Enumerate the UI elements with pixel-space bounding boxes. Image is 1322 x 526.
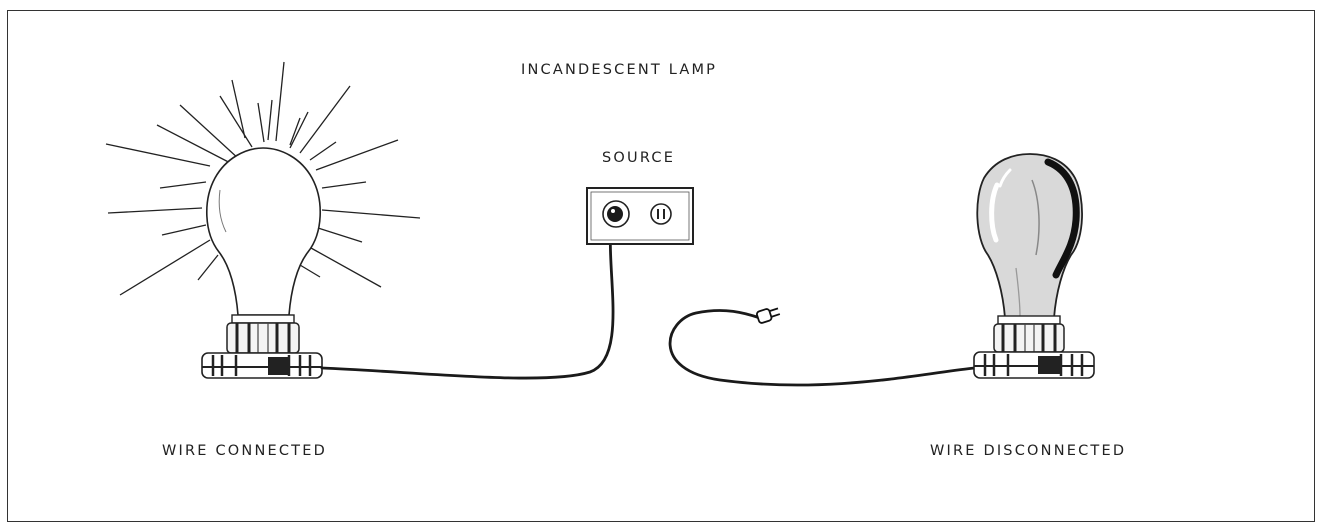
connected-wire: [320, 220, 615, 380]
diagram-frame: [7, 10, 1315, 522]
outlet-receptacle-empty: [650, 203, 672, 225]
wall-outlet: [586, 187, 694, 245]
wires: [320, 220, 977, 387]
source-label: SOURCE: [602, 150, 676, 166]
lit-bulb: [206, 147, 321, 316]
unlit-bulb: [976, 153, 1083, 319]
lit-lamp: [105, 61, 421, 379]
diagram-title: INCANDESCENT LAMP: [521, 62, 718, 78]
lit-socket: [201, 314, 323, 379]
light-rays: [105, 61, 421, 296]
outlet-receptacle-plugged: [602, 200, 630, 228]
unlit-socket: [973, 315, 1095, 379]
wire-disconnected-caption: WIRE DISCONNECTED: [930, 443, 1127, 459]
unlit-lamp: [973, 153, 1095, 379]
wire-connected-caption: WIRE CONNECTED: [162, 443, 327, 459]
unplugged-plug: [756, 307, 781, 324]
disconnected-wire: [668, 309, 977, 387]
